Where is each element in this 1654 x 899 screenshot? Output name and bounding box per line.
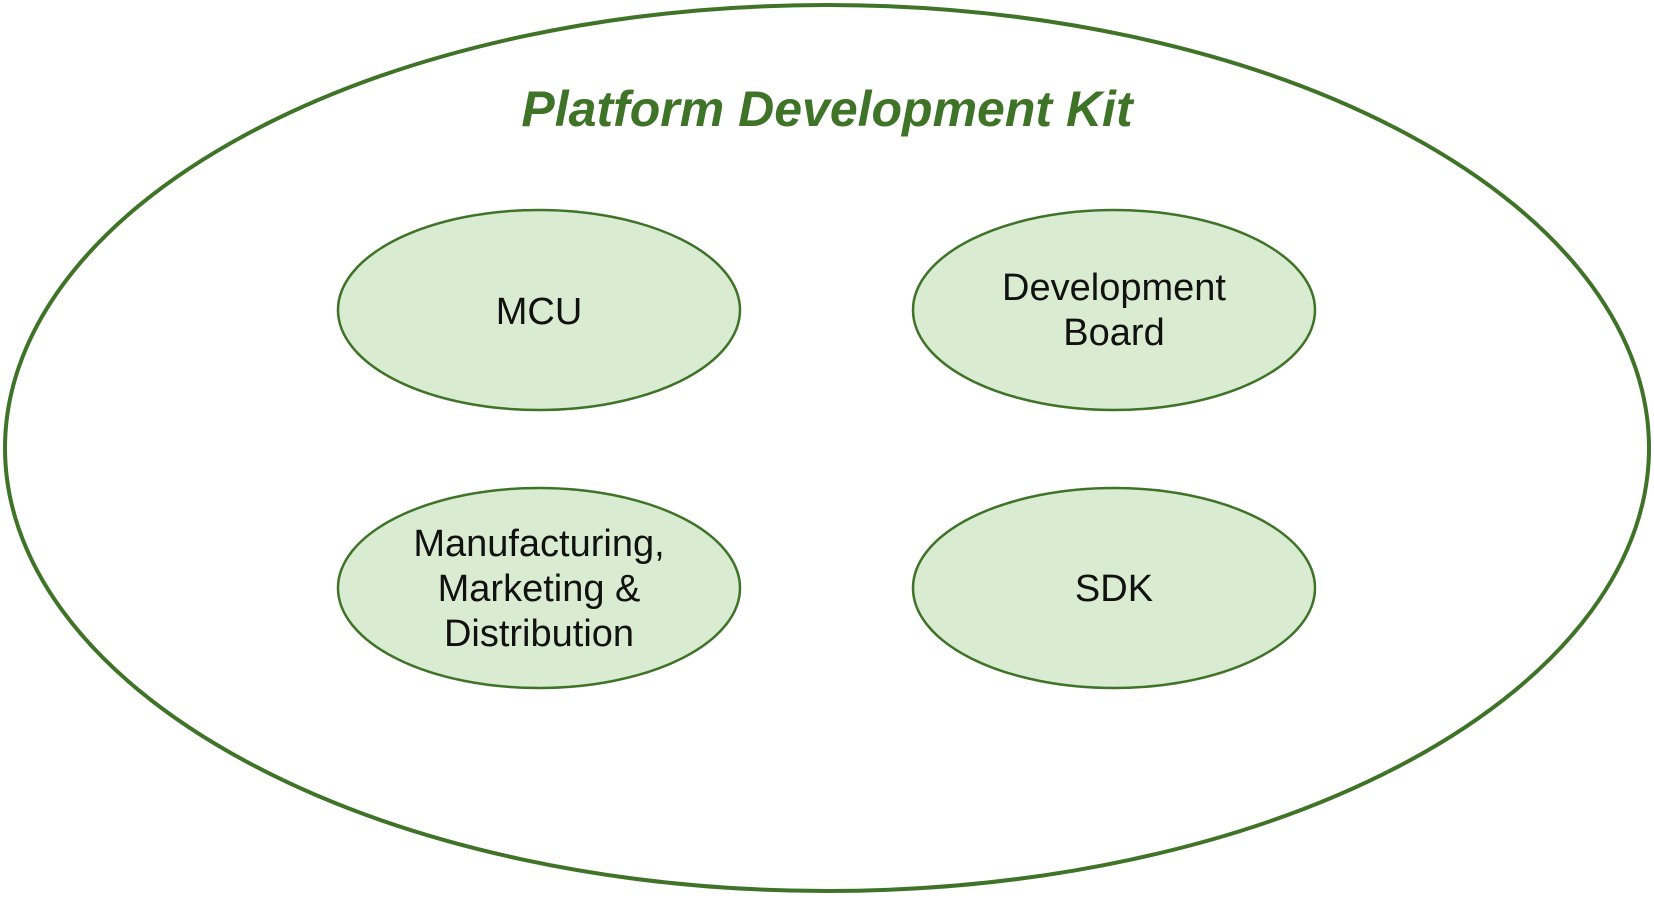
component-sdk-ellipse [911,486,1317,690]
diagram-title: Platform Development Kit [521,81,1135,137]
component-development-board-ellipse [911,208,1317,412]
component-mcu-ellipse [336,208,742,412]
component-development-board-label-line-2: Board [1063,312,1164,354]
component-manufacturing-label-line-1: Manufacturing, [413,523,664,565]
component-development-board: Development Board [911,208,1317,412]
platform-boundary-ellipse [3,3,1651,893]
component-sdk-label: SDK [1075,568,1153,610]
component-manufacturing-label-line-3: Distribution [444,613,634,655]
component-manufacturing-marketing-distribution: Manufacturing, Marketing & Distribution [336,486,742,690]
component-sdk: SDK [911,486,1317,690]
component-mcu: MCU [336,208,742,412]
component-manufacturing-label-line-2: Marketing & [438,568,641,610]
component-development-board-label-line-1: Development [1002,267,1226,309]
component-manufacturing-ellipse [336,486,742,690]
component-mcu-label: MCU [496,291,583,333]
